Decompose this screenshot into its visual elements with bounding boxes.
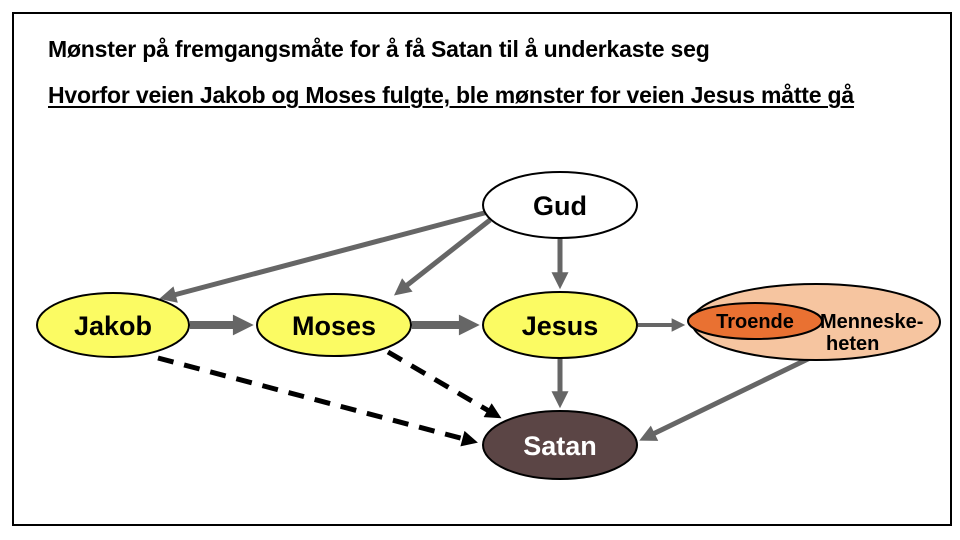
- node-troende: Troende: [687, 302, 823, 340]
- arrow-gud-to-moses: [393, 218, 492, 296]
- node-menneskeheten-label-line2: heten: [826, 333, 879, 355]
- node-satan: Satan: [482, 410, 638, 480]
- node-satan-shape: [482, 410, 638, 480]
- node-troende-label: Troende: [716, 311, 794, 333]
- arrow-moses-to-satan-dashed: [386, 349, 502, 419]
- node-jesus: Jesus: [482, 291, 638, 359]
- slide-title: Mønster på fremgangsmåte for å få Satan …: [48, 36, 710, 62]
- arrow-menneskeheten-to-satan: [639, 354, 814, 441]
- arrow-gud-to-jakob: [159, 209, 489, 303]
- node-troende-shape: [687, 302, 823, 340]
- node-gud-label: Gud: [533, 191, 587, 221]
- node-satan-label: Satan: [523, 431, 597, 461]
- node-moses: Moses: [256, 293, 412, 357]
- node-menneskeheten-label-line1: Menneske-: [820, 311, 923, 333]
- slide-subtitle: Hvorfor veien Jakob og Moses fulgte, ble…: [48, 82, 854, 108]
- node-gud: Gud: [482, 171, 638, 239]
- node-jakob-label: Jakob: [74, 311, 152, 341]
- node-moses-shape: [256, 293, 412, 357]
- node-jesus-shape: [482, 291, 638, 359]
- diagram-canvas: Menneske- heten Troende Gud Jakob Moses …: [36, 171, 941, 480]
- node-jakob: Jakob: [36, 292, 190, 358]
- node-moses-label: Moses: [292, 311, 376, 341]
- node-gud-shape: [482, 171, 638, 239]
- node-jakob-shape: [36, 292, 190, 358]
- slide-border: Mønster på fremgangsmåte for å få Satan …: [12, 12, 952, 526]
- node-jesus-label: Jesus: [522, 311, 599, 341]
